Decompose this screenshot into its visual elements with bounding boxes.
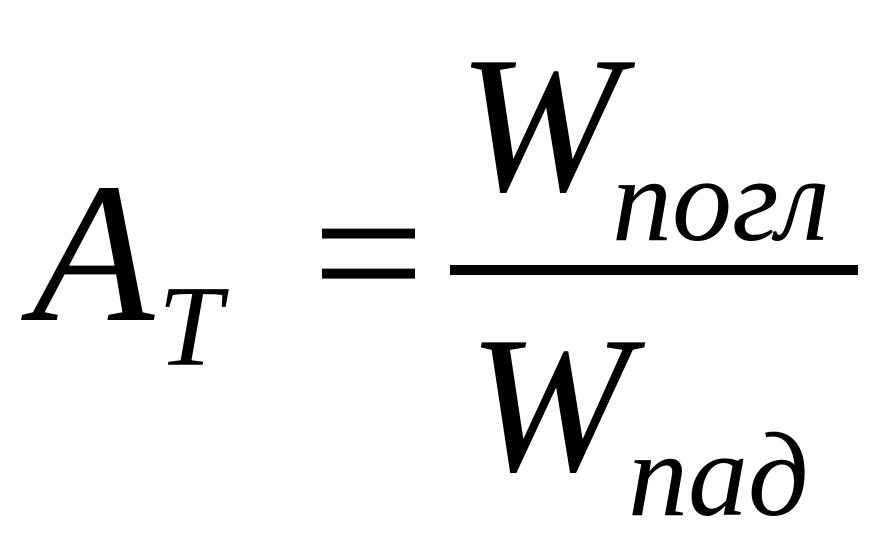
- equals-sign: =: [312, 143, 425, 364]
- numerator-subscript: погл: [612, 133, 830, 266]
- denominator-subscript: пад: [628, 408, 809, 541]
- lhs-symbol: A: [21, 143, 155, 364]
- lhs-subscript: T: [158, 263, 229, 390]
- fraction-bar: [450, 265, 858, 275]
- numerator-symbol: W: [458, 17, 636, 233]
- denominator-symbol: W: [468, 297, 646, 513]
